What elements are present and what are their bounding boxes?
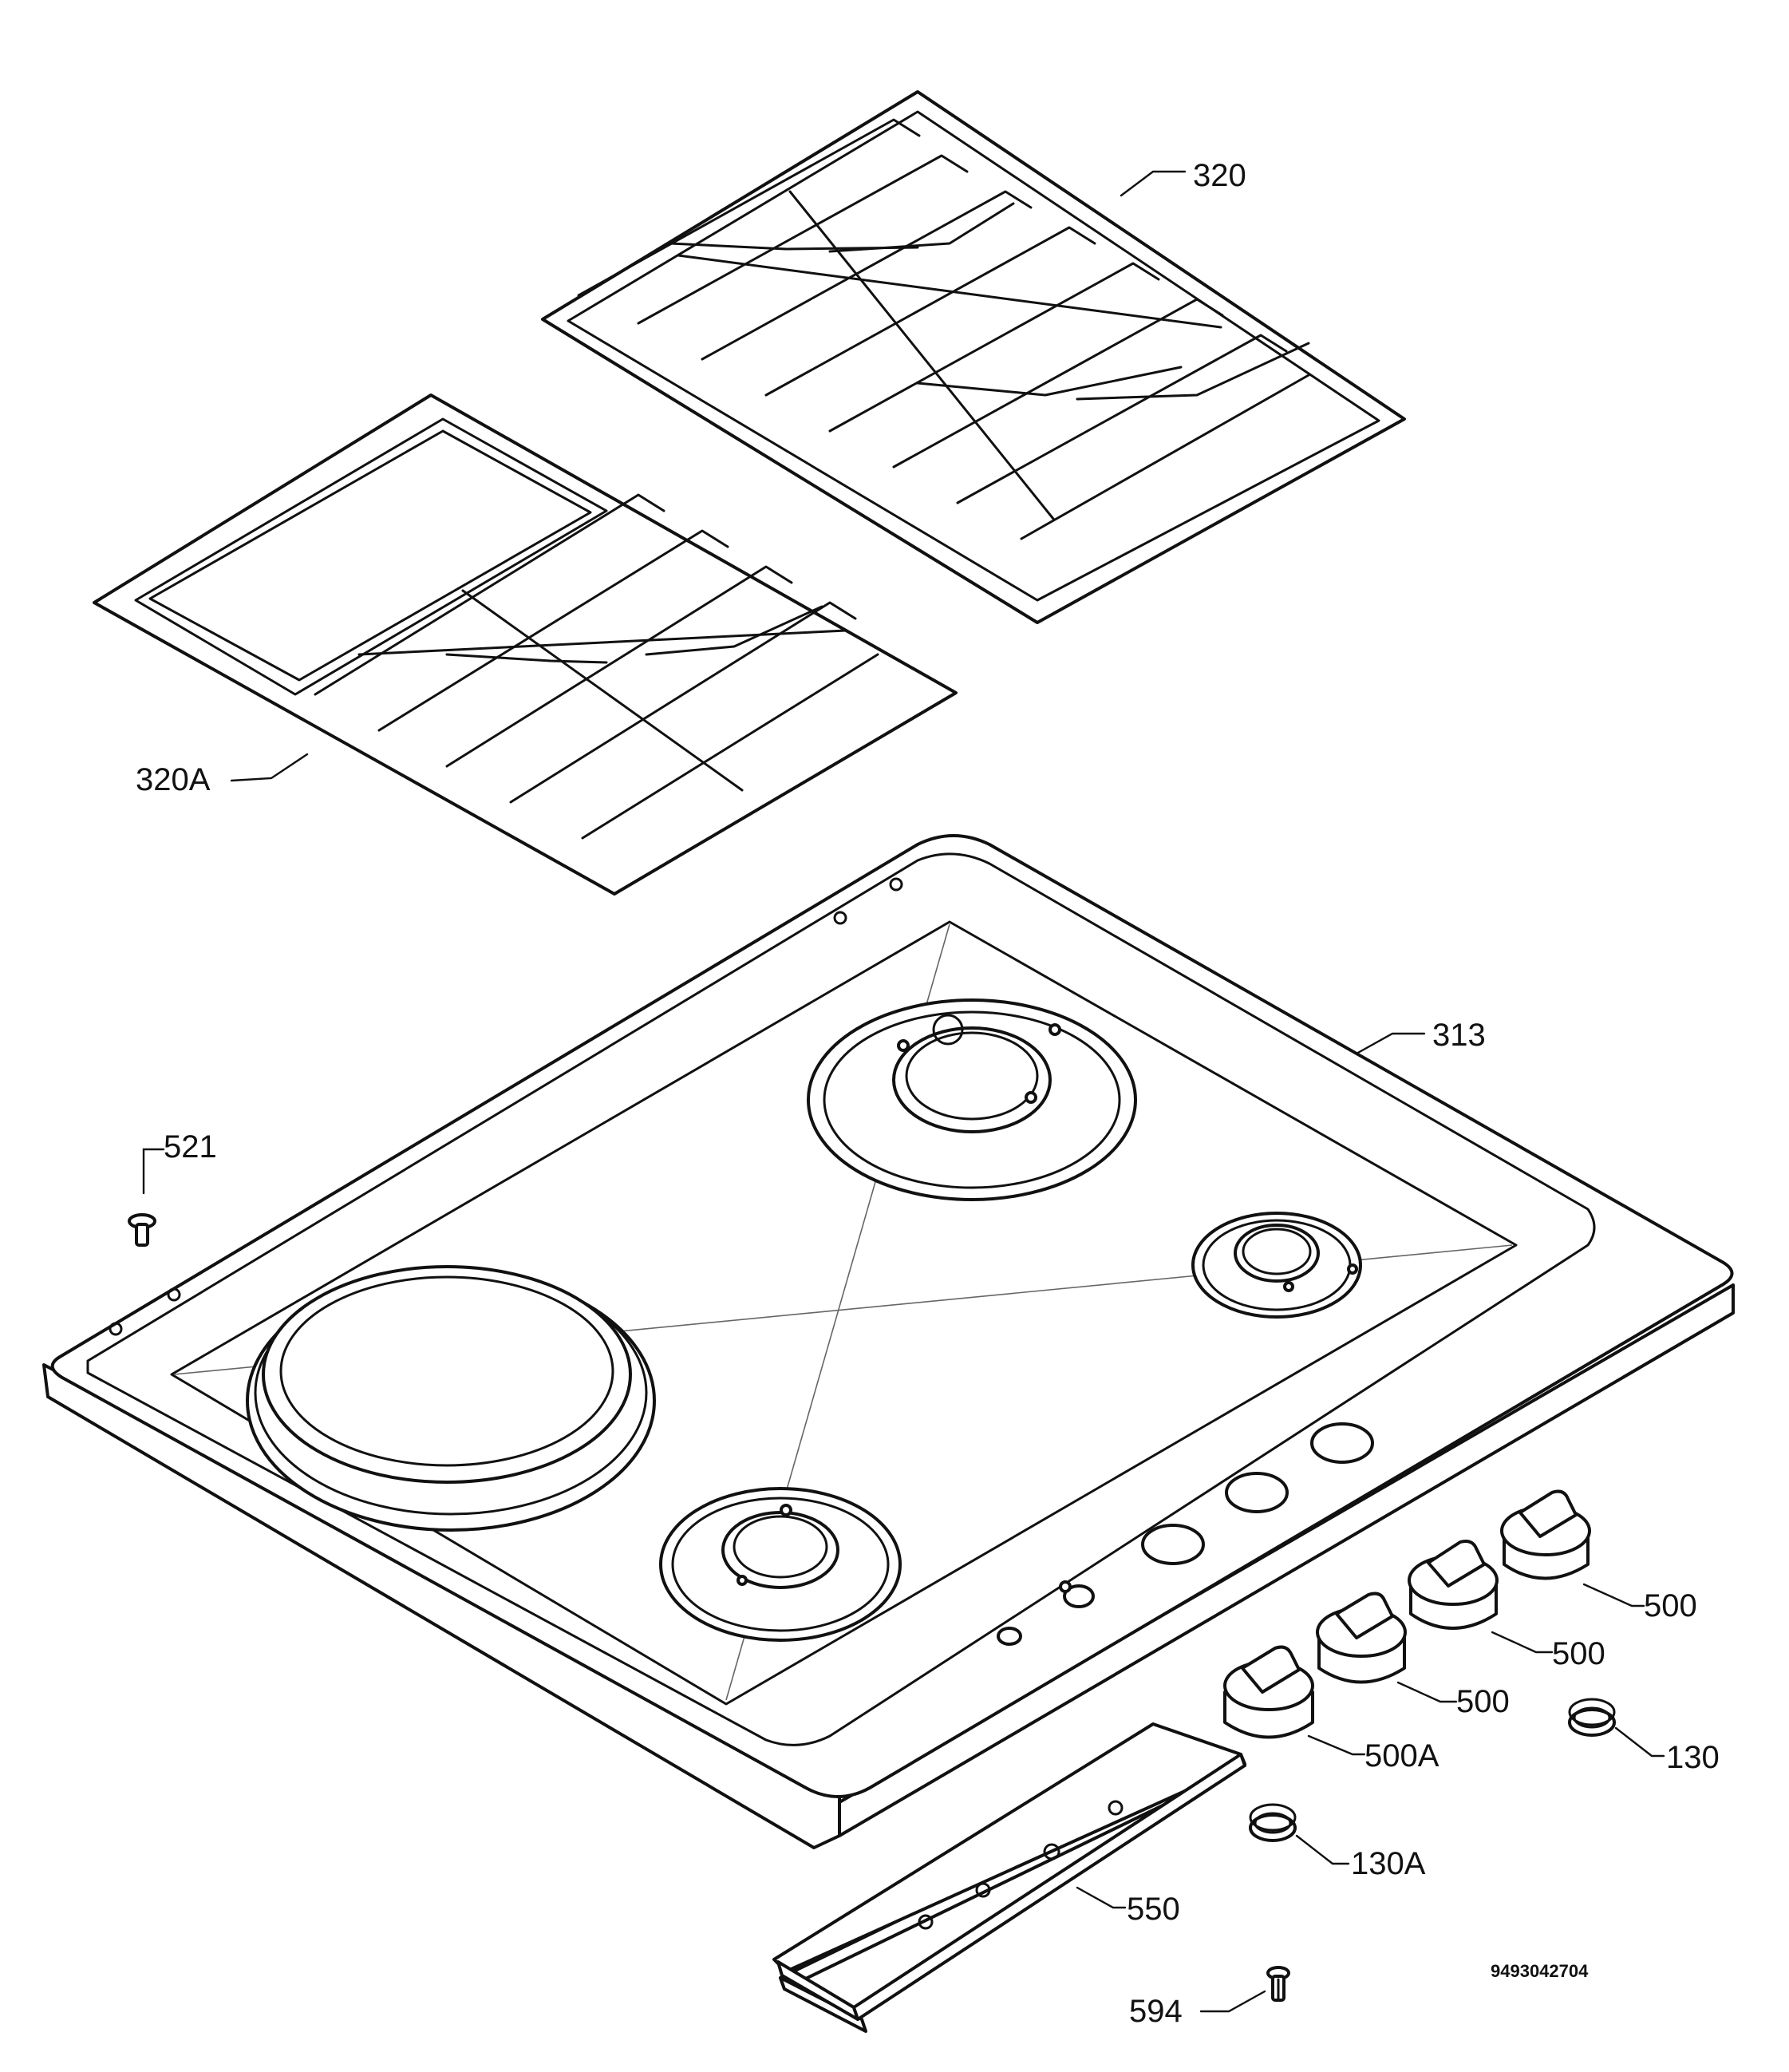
- ring-130a: [1249, 1803, 1297, 1842]
- label-130: 130: [1614, 1726, 1720, 1775]
- knob-500a: [1223, 1645, 1314, 1739]
- label-594: 594: [1129, 1990, 1266, 2029]
- label-130-text: 130: [1666, 1740, 1720, 1775]
- screw-521: [128, 1213, 156, 1247]
- ring-130: [1568, 1698, 1616, 1737]
- label-130a-text: 130A: [1351, 1846, 1426, 1881]
- burner-small-right: [1191, 1212, 1362, 1319]
- label-313-text: 313: [1432, 1018, 1486, 1053]
- label-550: 550: [1076, 1886, 1180, 1927]
- label-130a: 130A: [1295, 1834, 1426, 1881]
- label-320-text: 320: [1193, 158, 1246, 193]
- label-521-text: 521: [164, 1129, 217, 1165]
- burner-large: [807, 998, 1137, 1201]
- label-500-1-text: 500: [1644, 1588, 1697, 1623]
- pin-594: [1266, 1966, 1290, 2002]
- burner-medium-front: [659, 1487, 902, 1642]
- control-holes: [997, 1422, 1374, 1646]
- wok-ring: [246, 1265, 656, 1532]
- hob-top-313: [42, 834, 1735, 1849]
- label-500-2: 500: [1491, 1631, 1605, 1671]
- label-500a: 500A: [1307, 1734, 1439, 1773]
- label-313: 313: [1355, 1018, 1486, 1055]
- label-500a-text: 500A: [1364, 1738, 1439, 1773]
- control-panel-550: [772, 1722, 1246, 2033]
- label-320: 320: [1120, 158, 1246, 197]
- label-320a-text: 320A: [136, 762, 211, 797]
- pan-support-320a: [93, 393, 958, 896]
- label-500-3: 500: [1396, 1681, 1510, 1719]
- label-500-3-text: 500: [1456, 1684, 1510, 1719]
- label-550-text: 550: [1127, 1892, 1180, 1927]
- label-500-1: 500: [1582, 1583, 1697, 1623]
- label-594-text: 594: [1129, 1994, 1183, 2029]
- label-521: 521: [142, 1129, 217, 1195]
- knob-500-1: [1500, 1489, 1591, 1580]
- knob-500-2: [1408, 1540, 1499, 1630]
- knob-500-3: [1316, 1592, 1407, 1684]
- label-500-2-text: 500: [1552, 1636, 1605, 1671]
- label-320a: 320A: [136, 753, 309, 797]
- drawing-code: 9493042704: [1491, 1961, 1589, 1981]
- pan-support-320: [541, 90, 1406, 624]
